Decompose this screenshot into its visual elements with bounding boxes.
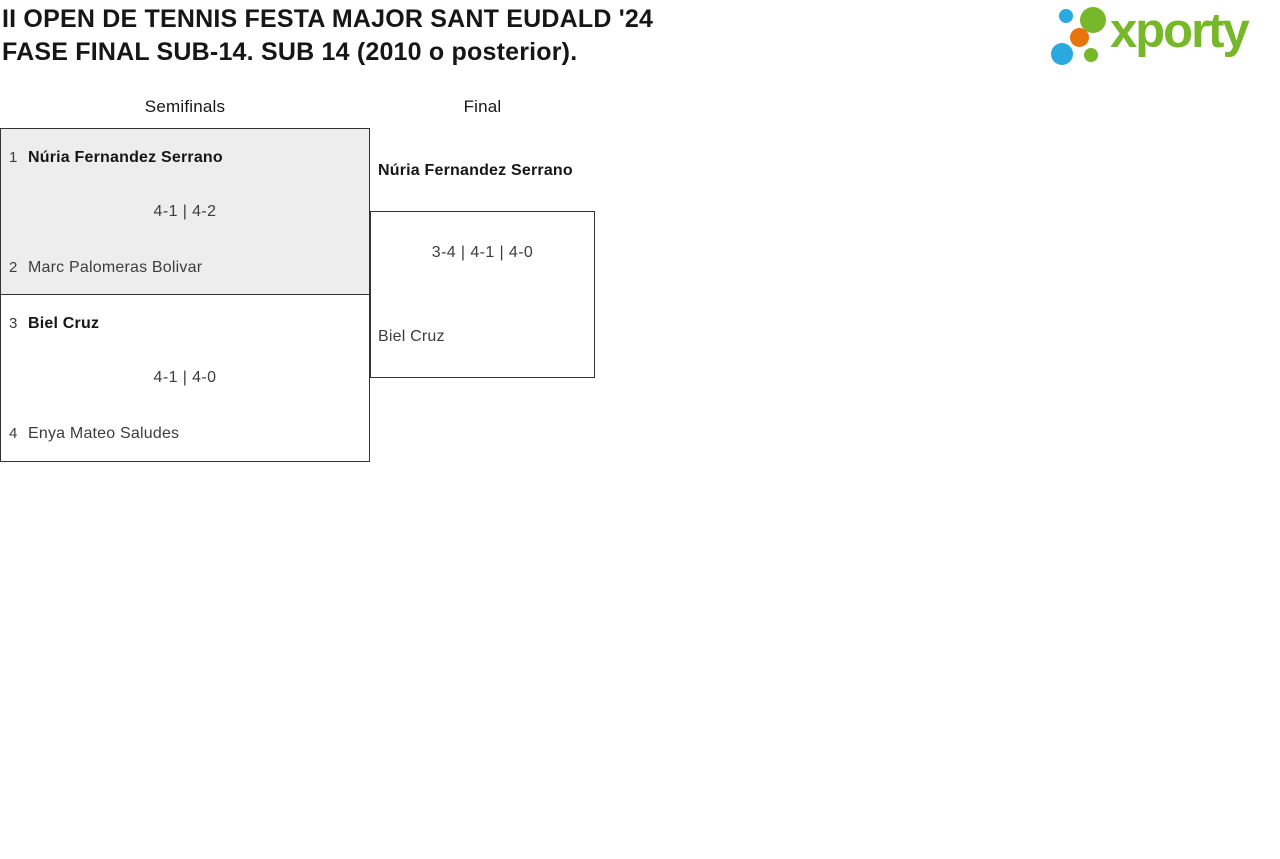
sf1-player1-row: 1 Núria Fernandez Serrano: [1, 147, 369, 169]
final-score: 3-4 | 4-1 | 4-0: [431, 244, 534, 261]
sf2-player2-seed: 4: [9, 425, 18, 442]
page-title: II OPEN DE TENNIS FESTA MAJOR SANT EUDAL…: [2, 3, 653, 69]
final-player1-name: Núria Fernandez Serrano: [378, 162, 573, 179]
sf1-player1-seed: 1: [9, 149, 18, 166]
sf2-score: 4-1 | 4-0: [153, 369, 217, 386]
match-semifinal-2[interactable]: 3 Biel Cruz 4-1 | 4-0 4 Enya Mateo Salud…: [0, 294, 370, 462]
logo-blue-dot-large-icon: [1051, 43, 1073, 65]
phase-subtitle: FASE FINAL SUB-14. SUB 14 (2010 o poster…: [2, 38, 578, 66]
logo-orange-dot-icon: [1070, 28, 1089, 47]
xporty-logo[interactable]: xporty: [1050, 4, 1278, 67]
match-final[interactable]: [370, 211, 595, 378]
sf1-player2-row: 2 Marc Palomeras Bolivar: [1, 257, 369, 279]
sf2-player2-row: 4 Enya Mateo Saludes: [1, 423, 369, 445]
logo-green-dot-small-icon: [1084, 48, 1098, 62]
match-semifinal-1[interactable]: 1 Núria Fernandez Serrano 4-1 | 4-2 2 Ma…: [0, 128, 370, 295]
sf1-player2-name: Marc Palomeras Bolivar: [28, 259, 203, 276]
sf1-score: 4-1 | 4-2: [153, 203, 217, 220]
sf1-score-row: 4-1 | 4-2: [1, 201, 369, 223]
sf2-player1-row: 3 Biel Cruz: [1, 313, 369, 335]
logo-blue-dot-small-icon: [1059, 9, 1073, 23]
logo-wordmark: xporty: [1110, 4, 1250, 58]
tournament-title: II OPEN DE TENNIS FESTA MAJOR SANT EUDAL…: [2, 5, 654, 33]
sf2-player2-name: Enya Mateo Saludes: [28, 425, 180, 442]
round-header-semifinals: Semifinals: [144, 97, 226, 116]
round-header-final: Final: [463, 97, 502, 116]
sf2-player1-name: Biel Cruz: [28, 315, 100, 332]
sf2-player1-seed: 3: [9, 315, 18, 332]
sf1-player2-seed: 2: [9, 259, 18, 276]
sf1-player1-name: Núria Fernandez Serrano: [28, 149, 223, 166]
sf2-score-row: 4-1 | 4-0: [1, 367, 369, 389]
final-player2-name: Biel Cruz: [378, 328, 445, 345]
